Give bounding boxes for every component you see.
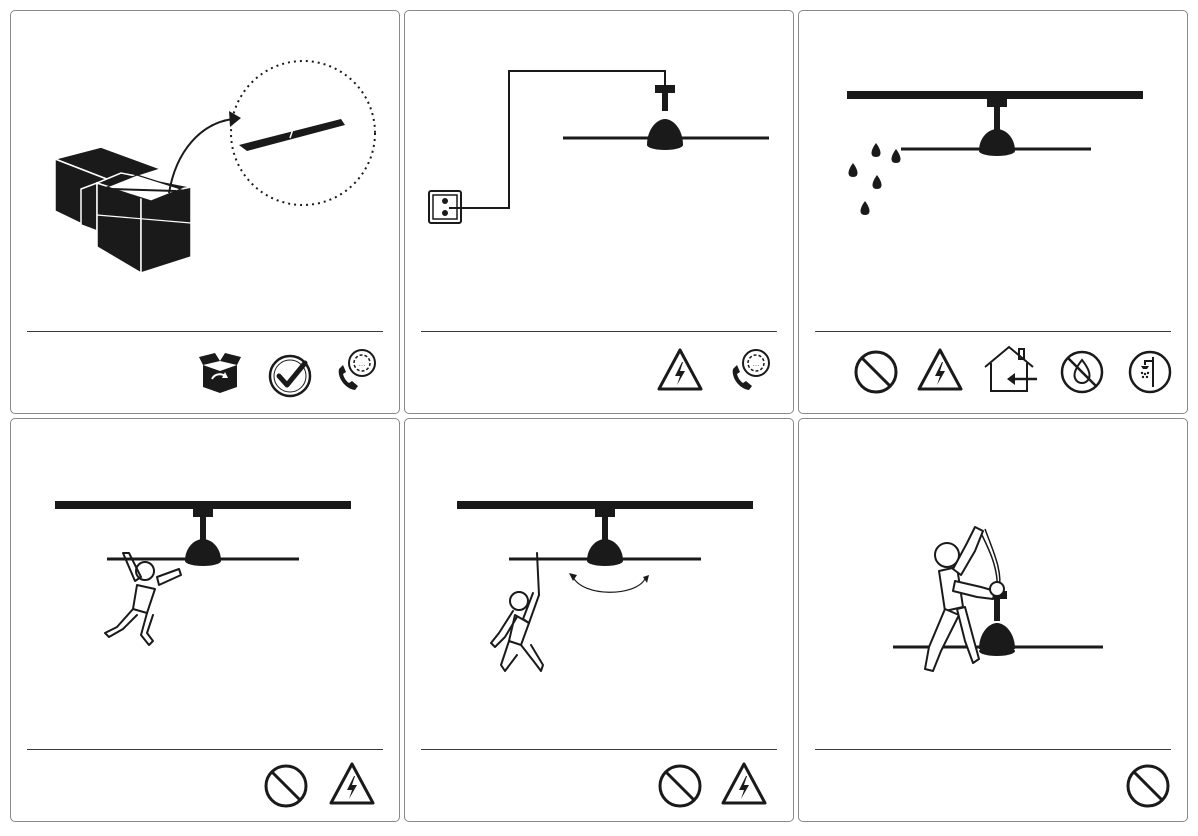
lifting-fan-illustration: [893, 526, 1103, 672]
panel-divider: [815, 749, 1171, 750]
panel-no-hanging: [10, 418, 400, 822]
prohibited-icon: [1125, 763, 1171, 809]
phone-support-icon: [333, 347, 379, 393]
electric-hazard-icon: [329, 761, 375, 807]
unpacking-illustration: [52, 60, 376, 275]
check-icon: [267, 353, 313, 399]
panel-power-outlet: [404, 10, 794, 414]
panel-divider: [27, 749, 383, 750]
unpacking-box-icon: [197, 349, 243, 395]
panel-divider: [421, 749, 777, 750]
no-shower-icon: [1127, 349, 1173, 395]
panel-no-pulling-blades: [404, 418, 794, 822]
indoor-use-icon: [981, 343, 1037, 395]
panel-no-lifting-by-wires: [798, 418, 1188, 822]
moisture-illustration: [847, 91, 1143, 215]
pulling-blade-illustration: [457, 501, 753, 672]
electric-hazard-icon: [917, 347, 963, 393]
no-water-icon: [1059, 349, 1105, 395]
panel-divider: [27, 331, 383, 332]
hanging-person-illustration: [55, 501, 351, 646]
prohibited-icon: [853, 349, 899, 395]
panel-unpack: [10, 10, 400, 414]
prohibited-icon: [657, 763, 703, 809]
phone-support-icon: [727, 347, 773, 393]
panel-moisture: [798, 10, 1188, 414]
wiring-illustration: [428, 70, 769, 224]
panel-divider: [421, 331, 777, 332]
electric-hazard-icon: [721, 761, 767, 807]
electric-hazard-icon: [657, 347, 703, 393]
panel-divider: [815, 331, 1171, 332]
prohibited-icon: [263, 763, 309, 809]
